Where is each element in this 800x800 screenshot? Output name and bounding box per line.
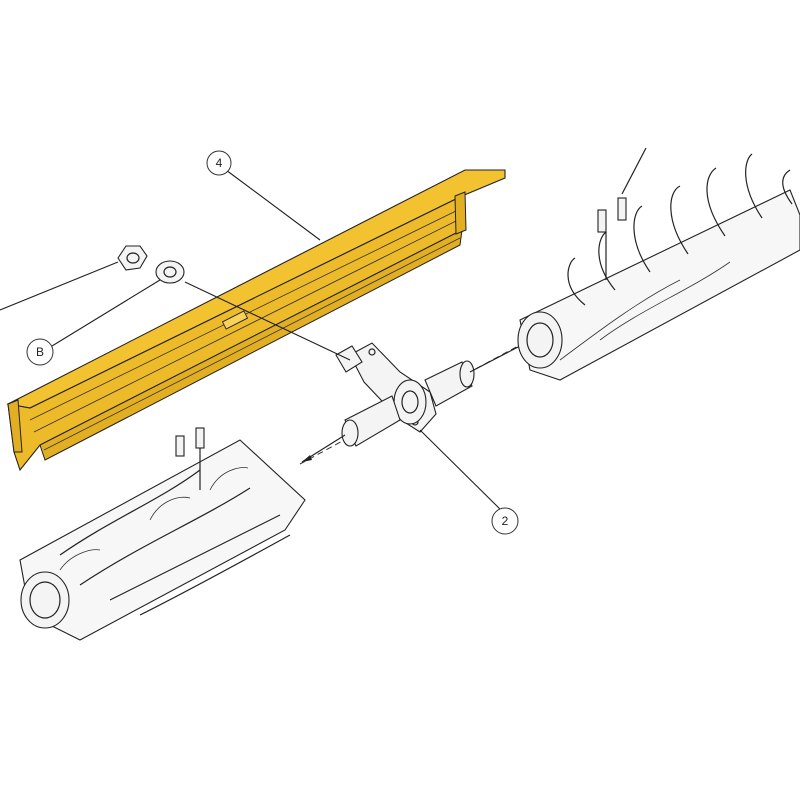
rail-slot bbox=[221, 310, 249, 330]
callout-4[interactable]: 4 bbox=[206, 150, 232, 176]
hex-nut[interactable] bbox=[117, 245, 148, 271]
callout-2[interactable]: 2 bbox=[491, 507, 519, 535]
left-spiral-rotor[interactable] bbox=[19, 427, 306, 641]
rail-lower-channel bbox=[39, 229, 463, 461]
right-spiral-rotor[interactable] bbox=[517, 147, 800, 381]
callout-b[interactable]: B bbox=[26, 338, 54, 366]
washer[interactable] bbox=[155, 260, 185, 284]
callout-leaders bbox=[0, 169, 506, 515]
callout-4-label: 4 bbox=[216, 156, 223, 170]
right-rotor-hub bbox=[517, 311, 563, 369]
rail-top-face bbox=[6, 169, 506, 409]
callout-2-label: 2 bbox=[502, 514, 509, 528]
highlighted-rail-part[interactable] bbox=[6, 169, 506, 472]
left-rotor-hub bbox=[20, 571, 70, 629]
callout-b-label: B bbox=[36, 345, 44, 359]
center-shaft-assembly[interactable] bbox=[299, 342, 521, 465]
rail-right-end-bracket bbox=[454, 191, 467, 235]
rail-left-end-bracket bbox=[7, 399, 23, 453]
